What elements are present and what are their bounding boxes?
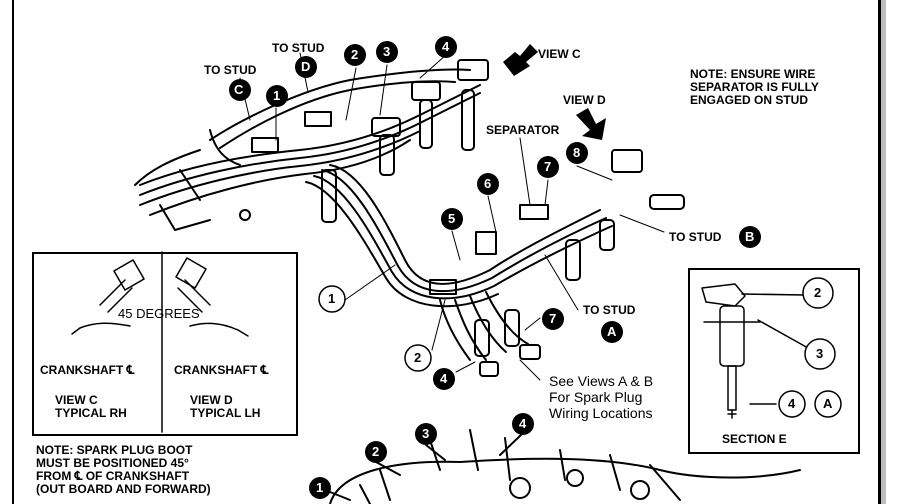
marker-a-text: A: [607, 324, 617, 339]
view-d-caption: VIEW D TYPICAL LH: [190, 393, 261, 420]
marker-8-text: 8: [573, 145, 581, 160]
upper-harness: [139, 68, 481, 216]
open-marker-2-text: 2: [414, 350, 422, 365]
spark-plug-boots: [321, 59, 685, 377]
marker-4c-text: 4: [519, 416, 527, 431]
marker-6: [477, 173, 499, 195]
marker-4a-text: 4: [442, 39, 450, 54]
marker-5: [441, 208, 463, 230]
marker-1b-text: 1: [316, 480, 324, 495]
marker-b-text: B: [745, 229, 755, 244]
marker-d: [295, 56, 317, 78]
crankshaft-right-label: CRANKSHAFT ℄: [174, 363, 269, 377]
marker-3a: [376, 41, 398, 63]
section-e-marker-a: A: [823, 396, 833, 411]
marker-c: [229, 79, 251, 101]
view-c-label: VIEW C: [538, 47, 581, 61]
open-markers: [318, 277, 842, 418]
separators: [251, 111, 549, 295]
marker-c-text: C: [234, 82, 244, 97]
marker-7b-text: 7: [549, 311, 557, 326]
note-see-views: See Views A & B For Spark Plug Wiring Lo…: [549, 373, 654, 421]
marker-7a: [537, 156, 559, 178]
to-stud-c-label: TO STUD: [204, 63, 257, 77]
marker-4b: [433, 368, 455, 390]
crankshaft-left-label: CRANKSHAFT ℄: [40, 363, 135, 377]
view-c-arrow: [503, 44, 538, 76]
to-stud-b-label: TO STUD: [669, 230, 722, 244]
page-border-left: [12, 0, 14, 504]
section-e-marker-3: 3: [816, 346, 824, 361]
marker-4a: [435, 36, 457, 58]
inset-views-box: [32, 252, 298, 436]
marker-1a: [266, 85, 288, 107]
marker-1b: [309, 477, 331, 499]
open-marker-1-text: 1: [328, 291, 336, 306]
section-e-box: [688, 268, 860, 454]
marker-2a: [344, 44, 366, 66]
section-e-marker-2: 2: [814, 285, 822, 300]
marker-8: [566, 142, 588, 164]
ignition-coil: [134, 129, 251, 231]
filled-markers: [229, 36, 761, 499]
note-wire-separator: NOTE: ENSURE WIRE SEPARATOR IS FULLY ENG…: [690, 67, 819, 107]
marker-3b: [415, 423, 437, 445]
inset-view-art: [71, 251, 249, 433]
marker-2a-text: 2: [351, 47, 359, 62]
note-spark-plug-boot: NOTE: SPARK PLUG BOOT MUST BE POSITIONED…: [36, 443, 211, 496]
marker-3b-text: 3: [422, 426, 430, 441]
marker-6-text: 6: [484, 176, 492, 191]
marker-7b: [542, 308, 564, 330]
marker-7a-text: 7: [544, 159, 552, 174]
view-d-arrow: [576, 108, 606, 140]
marker-b: [739, 226, 761, 248]
engine-fragment: [319, 429, 801, 504]
marker-4c: [512, 413, 534, 435]
marker-3a-text: 3: [383, 44, 391, 59]
marker-2b: [365, 441, 387, 463]
angle-label: 45 DEGREES: [118, 306, 200, 321]
to-stud-d-label: TO STUD: [272, 41, 325, 55]
separator-label: SEPARATOR: [486, 123, 560, 137]
marker-5-text: 5: [448, 211, 456, 226]
page-border-shadow: [881, 0, 886, 504]
marker-2b-text: 2: [372, 444, 380, 459]
marker-1a-text: 1: [273, 88, 281, 103]
wire-bundle-1: [305, 164, 613, 361]
marker-4b-text: 4: [440, 371, 448, 386]
view-c-caption: VIEW C TYPICAL RH: [55, 393, 127, 420]
section-e-art: [701, 283, 809, 419]
marker-a: [601, 321, 623, 343]
view-d-label: VIEW D: [563, 93, 606, 107]
section-e-title: SECTION E: [722, 432, 787, 446]
to-stud-a-label: TO STUD: [583, 303, 636, 317]
section-e-marker-4: 4: [788, 396, 796, 411]
marker-d-text: D: [301, 59, 311, 74]
page-border-right: [878, 0, 881, 504]
